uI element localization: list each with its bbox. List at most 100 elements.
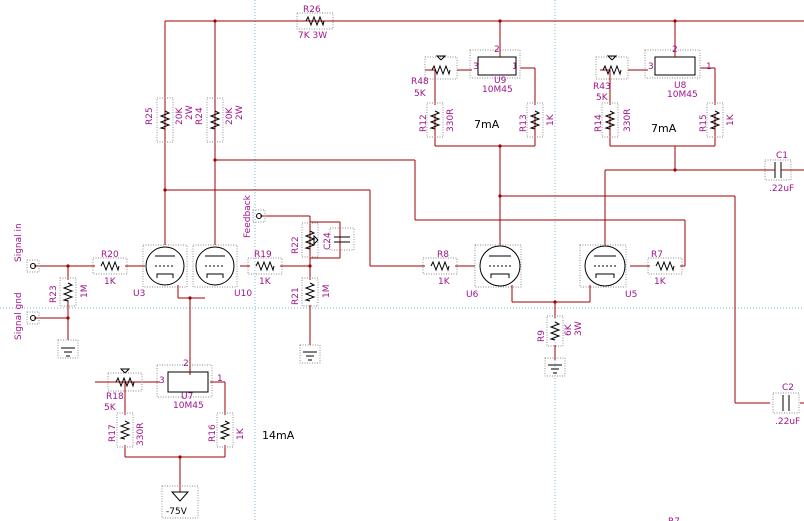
r19-ref: R19 bbox=[254, 250, 272, 260]
u9-value: 10M45 bbox=[482, 85, 513, 95]
supply-neg-75v[interactable]: -75V bbox=[161, 485, 199, 519]
r13-value: 1K bbox=[546, 113, 556, 126]
resistor-r24[interactable]: R24 20K 2W bbox=[195, 97, 245, 143]
junctions bbox=[66, 19, 677, 459]
tube-u10[interactable]: U10 bbox=[192, 244, 252, 299]
capacitor-c1[interactable]: C1 .22uF bbox=[760, 151, 794, 194]
r23-ref: R23 bbox=[49, 285, 59, 303]
ic-u9[interactable]: 3 1 2 U9 10M45 bbox=[469, 45, 521, 95]
r25-ref: R25 bbox=[145, 107, 155, 125]
r17-value: 330R bbox=[136, 423, 146, 446]
resistor-r23[interactable]: R23 1M bbox=[49, 277, 90, 307]
r14-value: 330R bbox=[623, 109, 633, 132]
u10-ref: U10 bbox=[234, 289, 252, 299]
resistor-r48[interactable]: R48 5K bbox=[411, 55, 472, 99]
r43-value: 5K bbox=[596, 93, 609, 103]
r12-value: 330R bbox=[446, 109, 456, 132]
r18-value: 5K bbox=[104, 403, 117, 413]
u7-pin3: 3 bbox=[159, 376, 165, 386]
r16-ref: R16 bbox=[208, 424, 218, 442]
tube-u3[interactable]: U3 bbox=[133, 244, 188, 299]
r43-ref: R43 bbox=[593, 82, 611, 92]
resistor-r43[interactable]: R43 5K bbox=[593, 55, 648, 103]
r14-ref: R14 bbox=[594, 114, 604, 132]
r7-ref: R7 bbox=[651, 250, 663, 260]
r15-ref: R15 bbox=[699, 114, 709, 132]
u7-pin1: 1 bbox=[217, 374, 223, 384]
resistor-r14[interactable]: R14 330R bbox=[594, 102, 633, 138]
resistor-r22[interactable]: R22 bbox=[291, 222, 319, 258]
resistor-r21[interactable]: R21 1M bbox=[291, 277, 332, 307]
current-label-right: 7mA bbox=[651, 122, 677, 135]
r16-value: 1K bbox=[236, 427, 246, 440]
ground-symbol-r21 bbox=[299, 344, 321, 364]
u7-value: 10M45 bbox=[173, 401, 204, 411]
r21-ref: R21 bbox=[291, 287, 301, 305]
r26-value: 7K 3W bbox=[298, 31, 327, 41]
c24-ref: C24 bbox=[323, 232, 333, 250]
r24-ref: R24 bbox=[195, 107, 205, 125]
r9-value: 6K bbox=[564, 323, 574, 336]
resistor-r25[interactable]: R25 20K 2W bbox=[145, 97, 195, 143]
r24-power: 2W bbox=[235, 105, 245, 120]
r20-ref: R20 bbox=[101, 250, 119, 260]
resistor-r16[interactable]: R16 1K bbox=[208, 412, 246, 448]
resistor-r9[interactable]: R9 6K 3W bbox=[537, 315, 584, 347]
supply-label: -75V bbox=[166, 507, 188, 517]
u8-value: 10M45 bbox=[667, 90, 698, 100]
r18-ref: R18 bbox=[106, 392, 124, 402]
resistor-r26[interactable]: R26 7K 3W bbox=[296, 5, 334, 41]
r12-ref: R12 bbox=[419, 114, 429, 132]
resistor-r20[interactable]: R20 1K bbox=[92, 250, 128, 287]
r8-ref: R8 bbox=[437, 250, 449, 260]
r25-value: 20K bbox=[175, 107, 185, 125]
u9-pin1: 1 bbox=[512, 62, 518, 72]
c2-value: .22uF bbox=[775, 417, 800, 427]
resistor-r18[interactable]: R18 5K bbox=[104, 368, 143, 413]
u8-pin3: 3 bbox=[648, 62, 654, 72]
c1-ref: C1 bbox=[776, 151, 788, 161]
r20-value: 1K bbox=[104, 277, 117, 287]
signal-gnd-label: Signal gnd bbox=[14, 292, 24, 340]
feedback-label: Feedback bbox=[243, 194, 253, 238]
r21-value: 1M bbox=[322, 285, 332, 299]
resistor-r7[interactable]: R7 1K bbox=[647, 250, 683, 287]
r17-ref: R17 bbox=[108, 424, 118, 442]
signal-in-label: Signal in bbox=[14, 223, 24, 262]
u8-pin2: 2 bbox=[672, 45, 678, 55]
current-label-left: 7mA bbox=[474, 118, 500, 131]
resistor-r15[interactable]: R15 1K bbox=[699, 102, 736, 138]
current-label-bottom: 14mA bbox=[262, 429, 295, 442]
resistor-r13[interactable]: R13 1K bbox=[519, 102, 556, 138]
tube-u5[interactable]: U5 bbox=[579, 244, 637, 300]
capacitor-c2[interactable]: C2 .22uF bbox=[772, 383, 800, 427]
u8-ref: U8 bbox=[674, 81, 687, 91]
port-feedback[interactable]: Feedback bbox=[243, 194, 266, 238]
r22-ref: R22 bbox=[291, 236, 301, 254]
u9-ref: U9 bbox=[494, 76, 507, 86]
r26-ref: R26 bbox=[303, 5, 321, 15]
r19-value: 1K bbox=[259, 277, 272, 287]
capacitor-c24[interactable]: C24 bbox=[323, 227, 355, 251]
resistor-r8[interactable]: R8 1K bbox=[422, 250, 458, 287]
ground-symbol-input bbox=[57, 339, 79, 359]
resistor-r17[interactable]: R17 330R bbox=[108, 412, 146, 448]
ic-u7[interactable]: 3 1 2 U7 10M45 bbox=[156, 359, 223, 411]
ic-u8[interactable]: 3 1 2 U8 10M45 bbox=[644, 45, 712, 100]
port-signal-in[interactable]: Signal in bbox=[14, 223, 40, 273]
c1-value: .22uF bbox=[769, 184, 794, 194]
resistor-r12[interactable]: R12 330R bbox=[419, 102, 456, 138]
u5-ref: U5 bbox=[625, 290, 637, 300]
u8-pin1: 1 bbox=[706, 62, 712, 72]
r9-power: 3W bbox=[574, 321, 584, 336]
u9-pin2: 2 bbox=[494, 45, 500, 55]
r25-power: 2W bbox=[185, 105, 195, 120]
tube-u6[interactable]: U6 bbox=[466, 244, 522, 300]
resistor-r19[interactable]: R19 1K bbox=[247, 250, 283, 287]
r24-value: 20K bbox=[225, 107, 235, 125]
port-signal-gnd[interactable]: Signal gnd bbox=[14, 292, 40, 340]
partial-label: R7 bbox=[668, 517, 680, 521]
u9-pin3: 3 bbox=[473, 62, 479, 72]
